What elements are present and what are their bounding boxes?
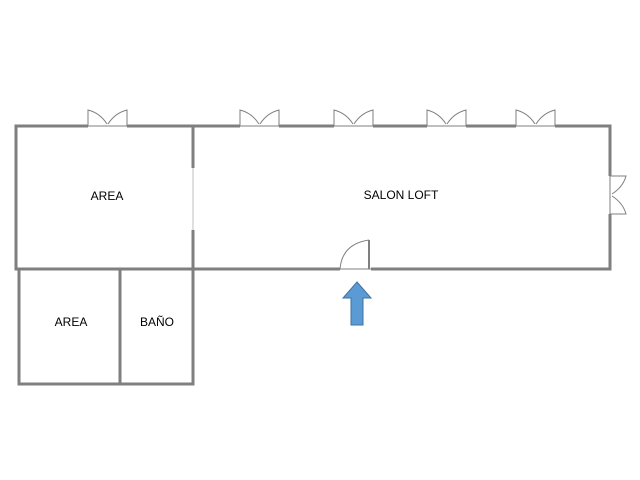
room-label-area-top: AREA (91, 189, 124, 203)
room-label-bano: BAÑO (140, 315, 174, 329)
window-icon (607, 175, 627, 215)
door-icon (339, 239, 371, 272)
window-icon (515, 109, 556, 129)
window-icon (426, 109, 467, 129)
window-icon (87, 109, 128, 129)
arrow-up-icon (341, 281, 373, 326)
window-icon (333, 109, 374, 129)
room-label-salon-loft: SALON LOFT (364, 188, 439, 202)
room-bano (118, 267, 195, 386)
room-bano-walls (118, 267, 195, 386)
window-icon (239, 109, 280, 129)
room-label-area-bottom: AREA (55, 315, 88, 329)
